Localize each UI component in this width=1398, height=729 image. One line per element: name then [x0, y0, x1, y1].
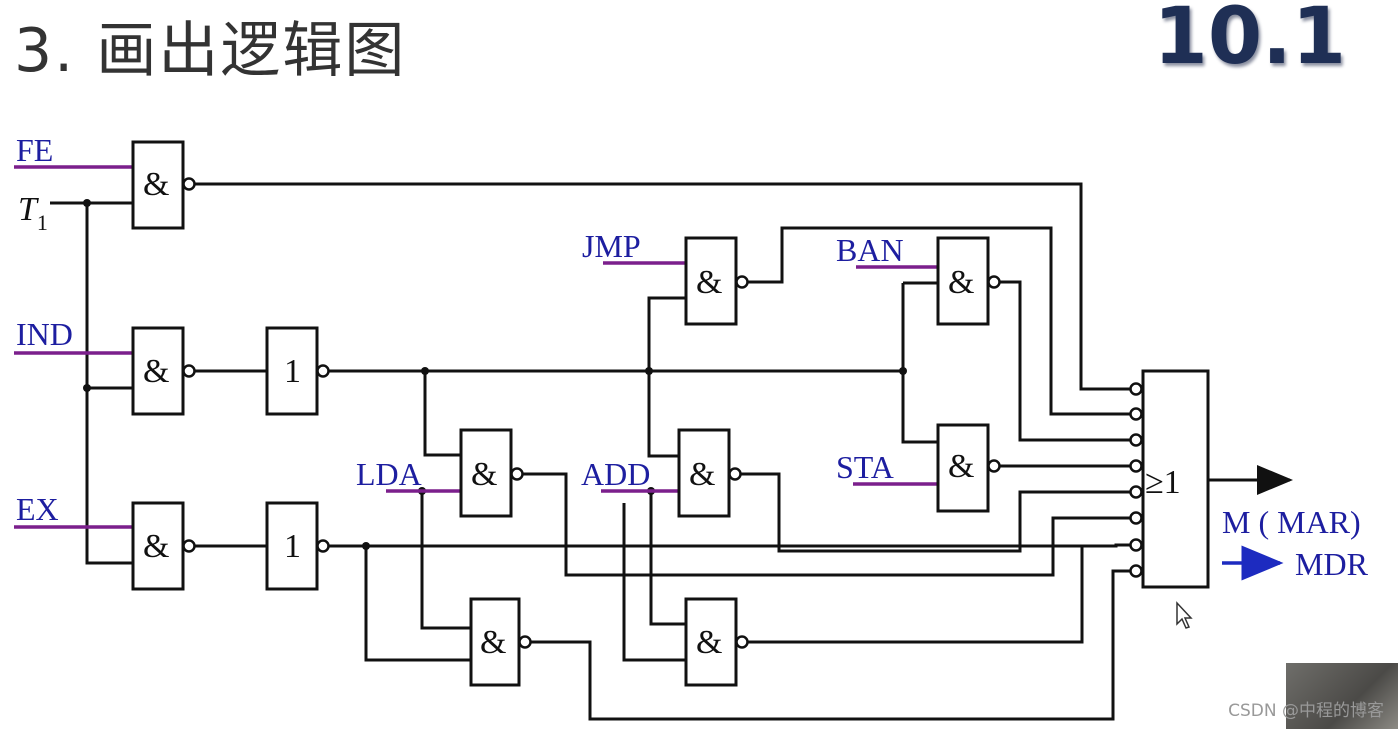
svg-text:1: 1 [284, 528, 301, 565]
svg-text:&: & [143, 166, 169, 203]
label-ind: IND [16, 316, 73, 352]
label-ex: EX [16, 491, 59, 527]
svg-text:≥1: ≥1 [1145, 464, 1181, 501]
mouse-cursor-icon [1176, 601, 1193, 629]
svg-text:&: & [696, 624, 722, 661]
svg-text:&: & [948, 448, 974, 485]
svg-text:&: & [143, 528, 169, 565]
watermark: CSDN @中程的博客 [1228, 701, 1384, 721]
output-label-m-mar: M ( MAR) [1222, 504, 1361, 540]
or-gate [1141, 369, 1210, 589]
svg-text:&: & [696, 264, 722, 301]
and-gate-lda [459, 428, 513, 518]
svg-text:&: & [471, 456, 497, 493]
label-fe: FE [16, 132, 53, 168]
inversion-bubbles [182, 177, 1143, 649]
svg-text:&: & [480, 624, 506, 661]
svg-text:&: & [143, 353, 169, 390]
gate-symbols: & & & 1 1 & & & & & & & ≥1 [143, 166, 1181, 661]
label-ban: BAN [836, 232, 904, 268]
wires [50, 182, 1293, 721]
svg-text:1: 1 [284, 353, 301, 390]
and-gate-add [677, 428, 731, 518]
section-number: 10.1 [1153, 0, 1346, 82]
gates [131, 140, 1210, 687]
output-label-mdr: MDR [1295, 546, 1369, 582]
svg-text:&: & [948, 264, 974, 301]
svg-text:&: & [689, 456, 715, 493]
label-add: ADD [581, 456, 650, 492]
and-gate-add-ex [684, 597, 738, 687]
input-labels: FE T1 IND EX JMP BAN LDA ADD STA [16, 132, 904, 527]
input-wires [14, 165, 938, 529]
label-sta: STA [836, 449, 894, 485]
and-gate-jmp [684, 236, 738, 326]
label-jmp: JMP [582, 228, 641, 264]
label-lda: LDA [356, 456, 422, 492]
video-thumbnail [1286, 663, 1398, 729]
page-title: 3. 画出逻辑图 [14, 16, 407, 86]
and-gate-ex [131, 501, 185, 591]
label-t1: T1 [18, 191, 48, 235]
and-gate-fe [131, 140, 185, 230]
